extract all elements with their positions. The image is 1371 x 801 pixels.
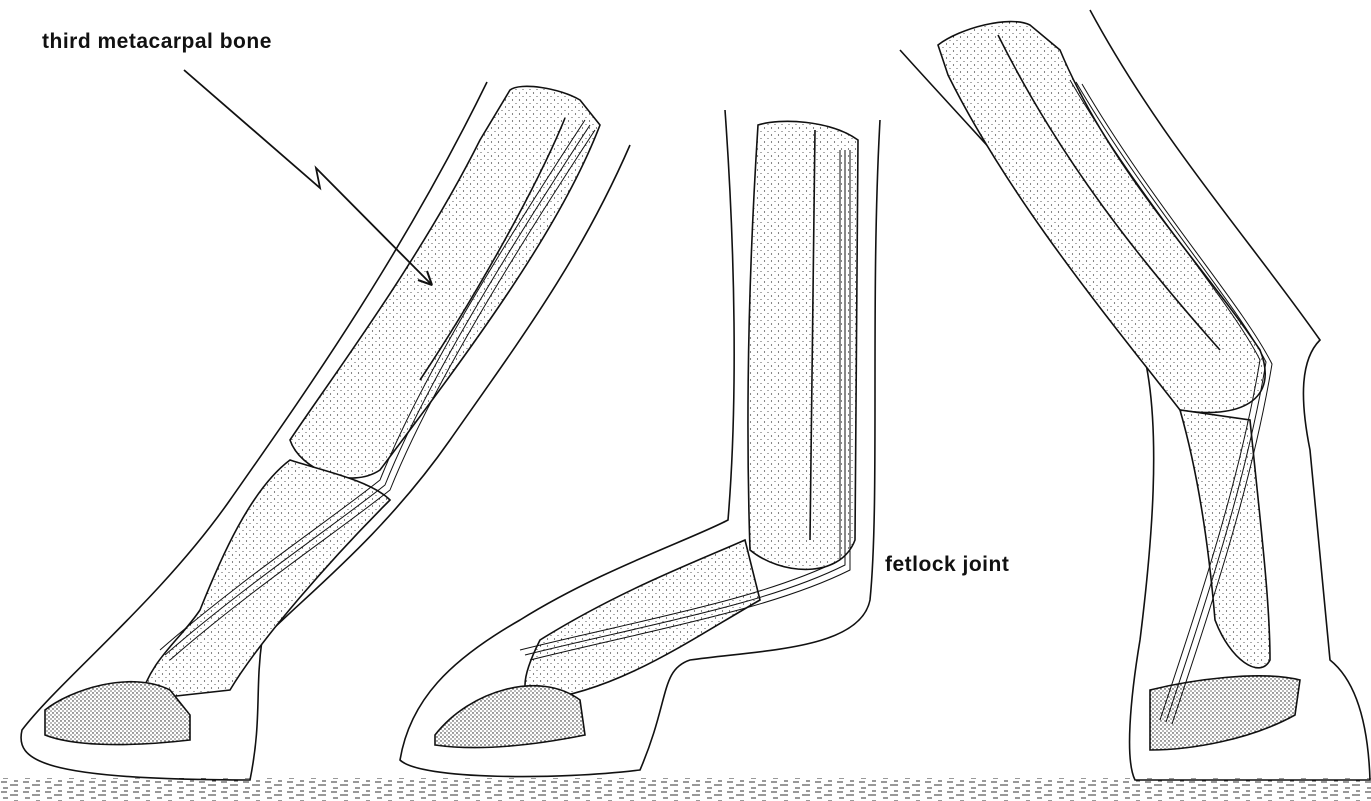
right-hoof [1150,676,1300,750]
right-leg [900,10,1370,780]
third-metacarpal-bone-label: third metacarpal bone [42,30,272,54]
middle-pastern [525,540,760,700]
ground-strip [0,778,1371,801]
middle-hoof [435,686,585,748]
right-pastern [1180,410,1270,668]
right-cannon-bone [938,22,1265,413]
left-pastern [140,460,390,700]
fetlock-joint-label: fetlock joint [885,553,1009,577]
left-hoof [45,682,190,745]
middle-cannon-bone [748,121,858,569]
